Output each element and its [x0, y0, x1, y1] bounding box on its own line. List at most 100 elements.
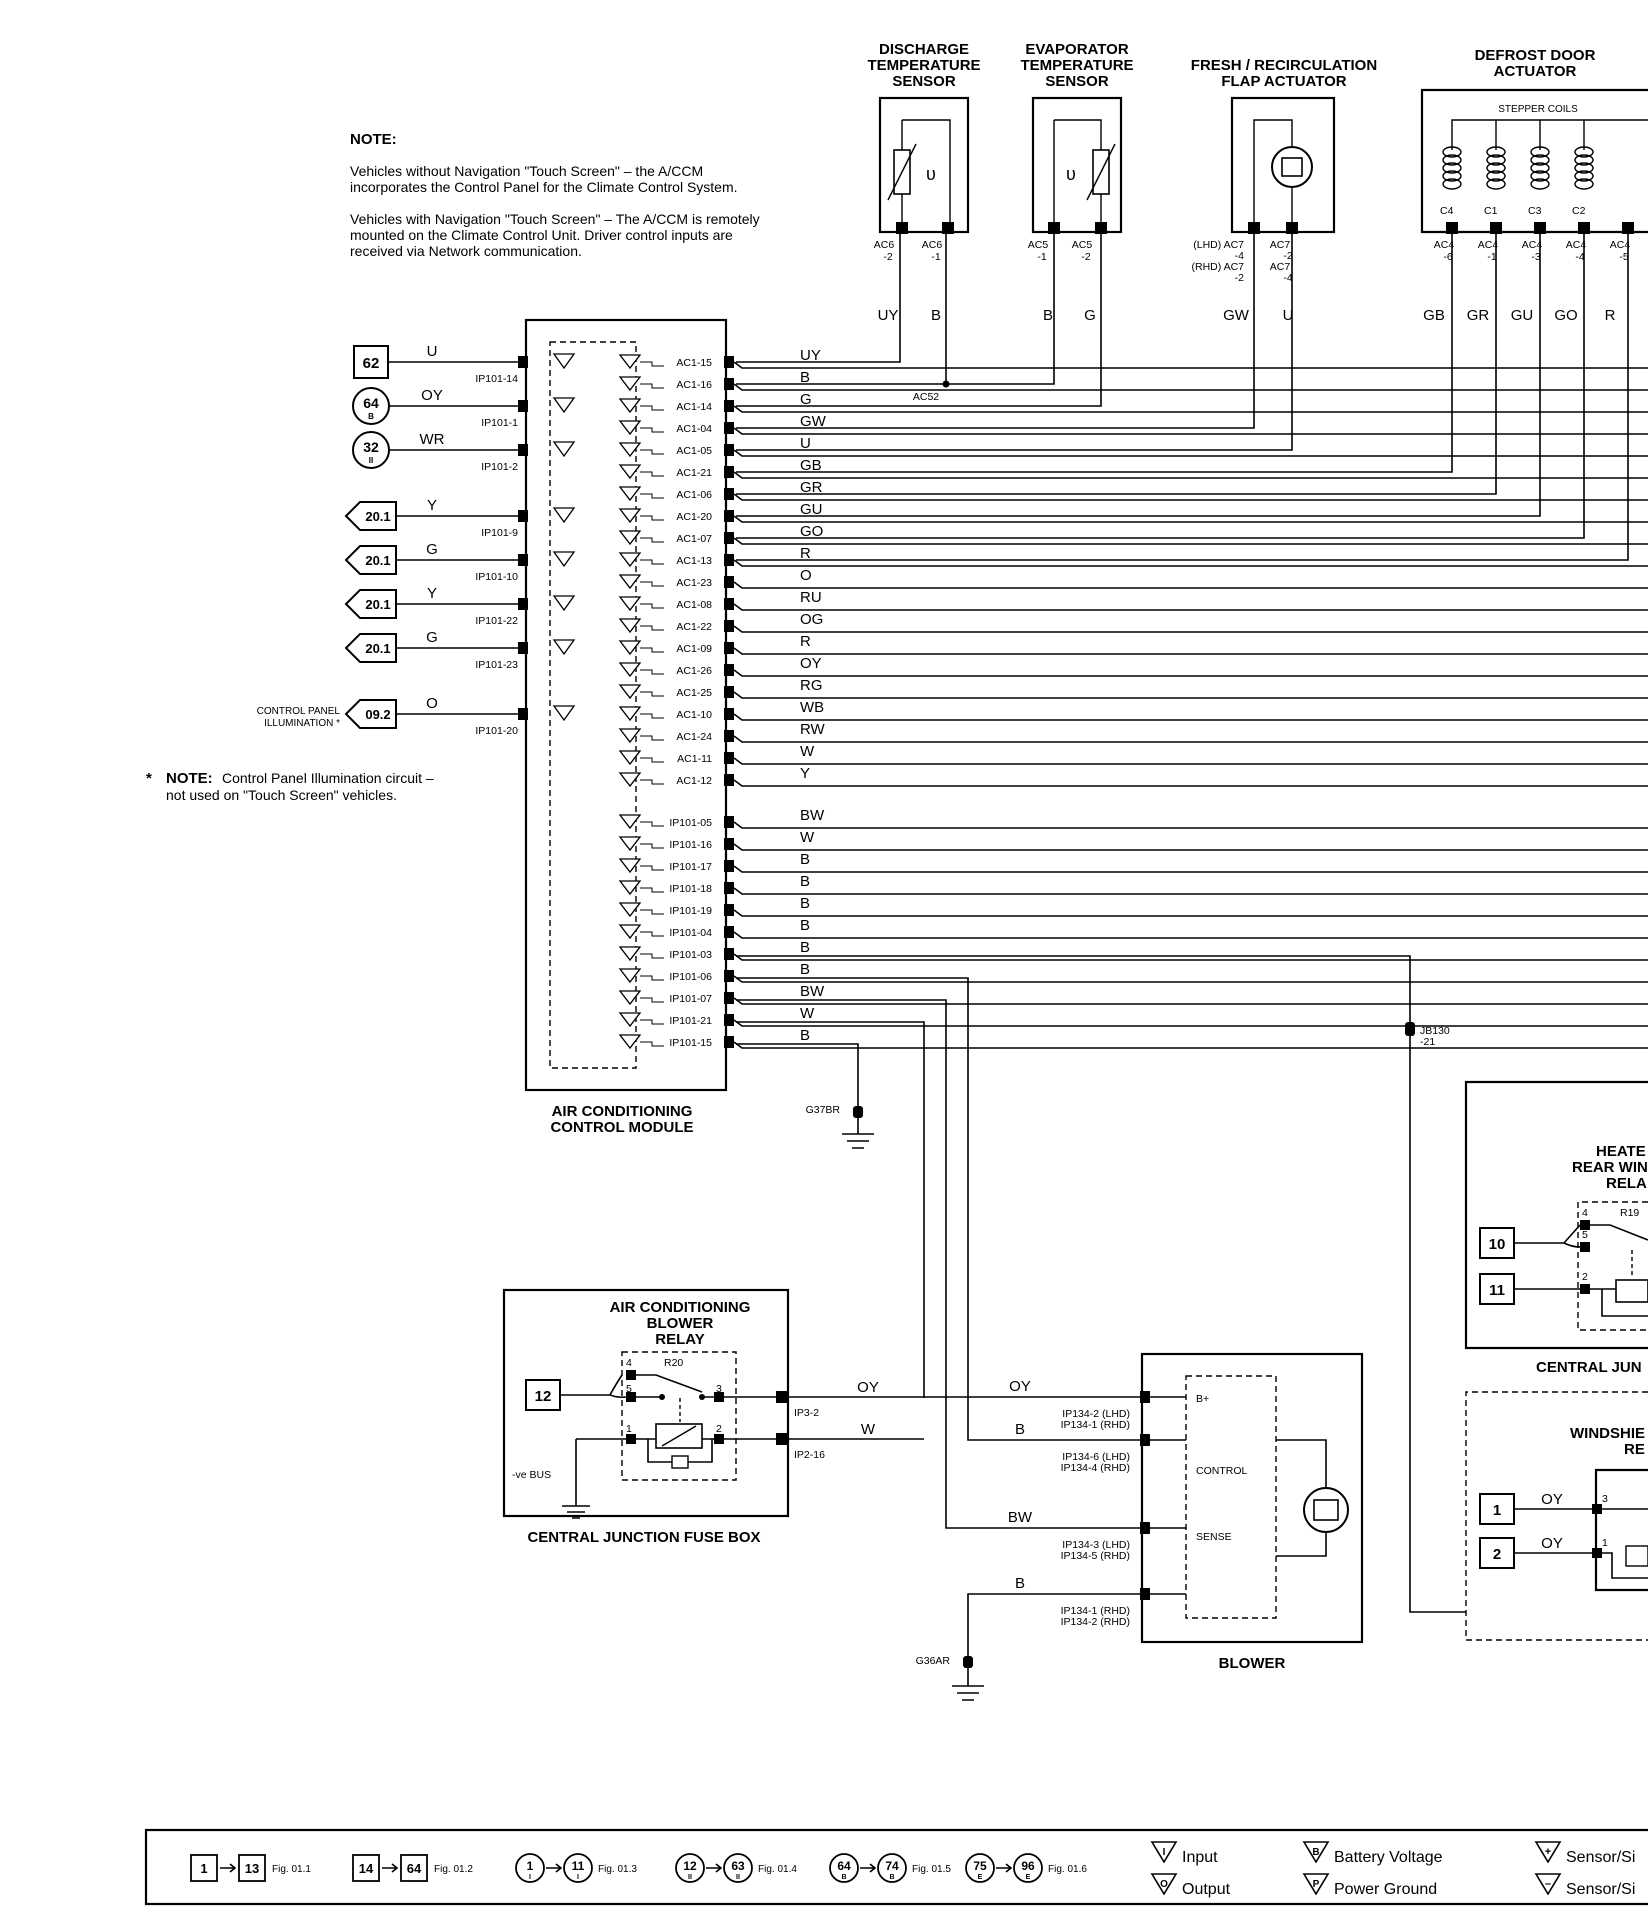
module-wire [733, 953, 1648, 961]
module-pin-label: AC1-09 [676, 643, 712, 655]
relay-pin-4: 4 [626, 1357, 632, 1369]
fresh-pin-b-label-3: AC7 [1270, 261, 1291, 273]
signal-triangle-icon [618, 858, 642, 874]
note-line-2: incorporates the Control Panel for the C… [350, 179, 738, 195]
ref-number: 20.1 [365, 597, 390, 612]
signal-triangle-icon [618, 1012, 642, 1028]
module-wire [733, 647, 1648, 655]
blower-terminal-label: CONTROL [1196, 1465, 1247, 1477]
ground-label-g37br: G37BR [806, 1104, 841, 1116]
evaporator-wire-b: G [1084, 307, 1096, 324]
blower-pin-lhd: IP134-3 (LHD) [1062, 1539, 1130, 1551]
module-wire-color: G [800, 391, 812, 408]
relay-term-2 [714, 1434, 724, 1444]
air-conditioning-control-module: AIR CONDITIONING CONTROL MODULE [524, 318, 728, 1136]
module-pin-connector [724, 838, 734, 850]
module-pin-connector [724, 816, 734, 828]
module-wire-color: GO [800, 523, 823, 540]
pin-trace [640, 821, 664, 827]
legend-ref-circle-icon [877, 1853, 907, 1883]
input-pin-label: IP101-20 [475, 725, 518, 737]
relay-term-1 [626, 1434, 636, 1444]
windshield-internal [1602, 1508, 1648, 1579]
input-pin-connector [518, 356, 528, 368]
signal-triangle-icon [618, 552, 642, 568]
battery-icon-glyph: B [1312, 1847, 1319, 1858]
module-wire-color: OG [800, 611, 823, 628]
signal-triangle-icon [618, 946, 642, 962]
defrost-pin-connector [1446, 222, 1458, 234]
legend-ref-number: 96 [1021, 1859, 1035, 1873]
legend-fig: Fig. 01.4 [758, 1864, 797, 1875]
ground-icon-glyph: P [1313, 1879, 1320, 1890]
ground-symbol [952, 1668, 984, 1701]
feed-ref-2-label: 2 [1493, 1546, 1501, 1563]
blower-relay-title-3: RELAY [655, 1331, 704, 1348]
blower-connector [1140, 1522, 1150, 1534]
module-wire [733, 757, 1648, 765]
legend-ref-number: 11 [572, 1859, 585, 1873]
module-wire [733, 625, 1648, 633]
footnote-line-2: not used on "Touch Screen" vehicles. [166, 787, 397, 803]
module-pin-connector [724, 466, 734, 478]
heated-pin-4: 4 [1582, 1207, 1588, 1219]
coil-label: C2 [1572, 205, 1586, 217]
feed-ref-11-label: 11 [1489, 1282, 1505, 1299]
signal-triangle-icon [618, 574, 642, 590]
module-pin-connector [724, 752, 734, 764]
legend-arrow-icon [706, 1863, 723, 1873]
sensor-minus-glyph: – [1545, 1878, 1551, 1890]
heated-term-5 [1580, 1242, 1590, 1252]
module-wire-color: RU [800, 589, 822, 606]
module-pin-connector [724, 970, 734, 982]
thermistor-slash [1086, 143, 1116, 201]
input-triangle-icon [552, 441, 576, 458]
module-wire [733, 865, 1648, 873]
module-pin-connector [724, 576, 734, 588]
legend-ref-sub: II [736, 1874, 740, 1881]
legend-fig: Fig. 01.3 [598, 1864, 637, 1875]
module-pin-label: AC1-11 [677, 753, 712, 765]
signal-triangle-icon [618, 618, 642, 634]
signal-triangle-icon [618, 486, 642, 502]
signal-triangle-icon [618, 728, 642, 744]
ve-bus-label: -ve BUS [512, 1469, 551, 1481]
relay-contact [699, 1394, 705, 1400]
pin-trace [640, 997, 664, 1003]
blower: BLOWER IP134-2 (LHD)IP134-1 (RHD)OYIP134… [1008, 1352, 1364, 1672]
coil-label: C1 [1484, 205, 1498, 217]
module-wire [733, 559, 1648, 567]
input-pin-connector [518, 708, 528, 720]
module-wire-color: Y [800, 765, 810, 782]
defrost-pin-label: AC4 [1522, 239, 1543, 251]
module-pin-connector [724, 774, 734, 786]
windshield-pin-3: 3 [1602, 1493, 1608, 1505]
feed-12-wire [560, 1374, 627, 1399]
evaporator-pin-a-label: AC5 [1028, 239, 1049, 251]
legend-ref-number: 75 [973, 1859, 987, 1873]
module-wire-color: RG [800, 677, 823, 694]
heated-term-2 [1580, 1284, 1590, 1294]
legend-fig: Fig. 01.6 [1048, 1864, 1087, 1875]
legend-ref-box-icon [190, 1854, 218, 1882]
module-wire [733, 909, 1648, 917]
module-wire-color: BW [800, 983, 825, 1000]
input-pin-label: IP101-10 [475, 571, 518, 583]
module-pin-label: AC1-06 [676, 489, 712, 501]
module-pin-label: AC1-07 [676, 533, 712, 545]
defrost-title-2: ACTUATOR [1494, 63, 1577, 80]
fresh-actuator-box [1230, 96, 1336, 234]
module-pin-label: AC1-22 [676, 621, 712, 633]
legend-sensor-2: Sensor/Si [1566, 1881, 1635, 1898]
coil-taps [1495, 120, 1585, 150]
pin-trace [640, 887, 664, 893]
blower-wire-color: B [1015, 1421, 1025, 1438]
legend-ground: Power Ground [1334, 1881, 1437, 1898]
legend-ref-circle-icon [563, 1853, 593, 1883]
ref-sub: B [368, 412, 374, 421]
defrost-wire-color: R [1605, 307, 1616, 324]
input-triangle-icon [552, 639, 576, 656]
module-pin-label: AC1-25 [676, 687, 712, 699]
evaporator-wire-a: B [1043, 307, 1053, 324]
